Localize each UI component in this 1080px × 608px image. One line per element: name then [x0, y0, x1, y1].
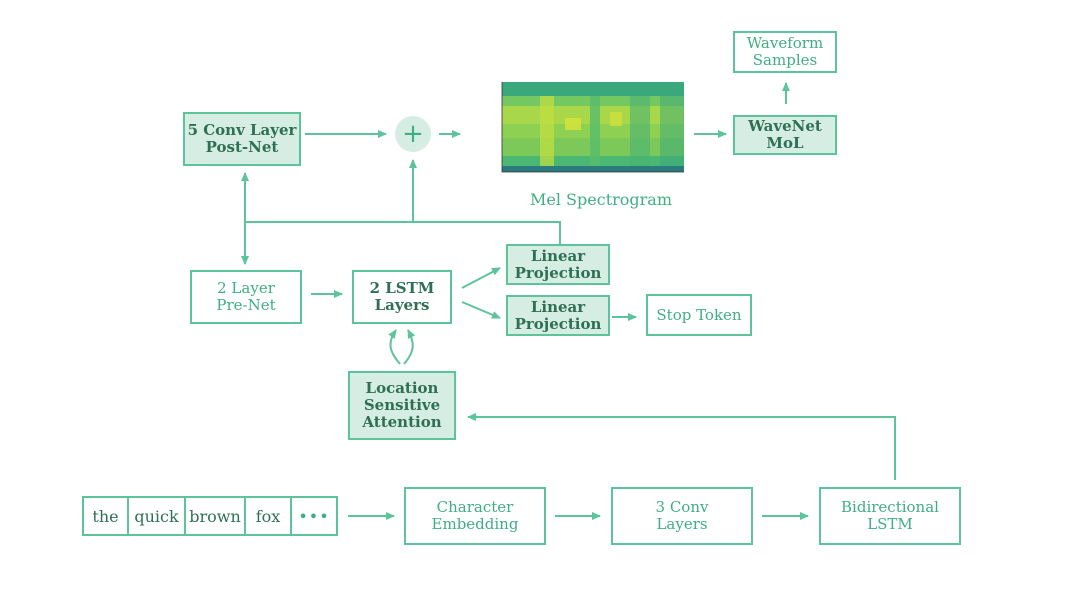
linear1-line2: Projection [514, 263, 602, 282]
arrow-attention-to-lstm-2 [403, 329, 416, 365]
post-net-line1: 5 Conv Layer [187, 121, 297, 139]
pre-net-line2: Pre-Net [216, 296, 276, 314]
stop-token-box: Stop Token [646, 294, 752, 336]
line-linear1-bus [245, 221, 561, 245]
char-embed-line2: Embedding [431, 515, 519, 533]
linear2-line1: Linear [530, 297, 586, 316]
attention-line1: Location [365, 379, 439, 397]
linear-projection-box-2: Linear Projection [506, 295, 610, 336]
sum-node: + [395, 116, 431, 152]
arrow-bilstm-to-attention [467, 413, 896, 480]
conv3-line2: Layers [656, 515, 708, 533]
stop-token-label: Stop Token [656, 305, 742, 324]
location-sensitive-attention-box: Location Sensitive Attention [348, 371, 456, 440]
arrow-lstm-to-linear1 [461, 267, 501, 289]
conv-layers-box: 3 Conv Layers [611, 487, 753, 545]
mel-spectrogram-image [501, 82, 684, 173]
lstm-line1: 2 LSTM [369, 279, 435, 297]
char-embed-line1: Character [436, 498, 514, 516]
arrow-lstm-to-linear2 [461, 301, 501, 319]
input-word-fox: fox [244, 496, 292, 536]
linear2-line2: Projection [514, 314, 602, 333]
pre-net-line1: 2 Layer [217, 279, 275, 297]
waveform-line1: Waveform [746, 34, 824, 52]
bilstm-line2: LSTM [867, 515, 913, 533]
attention-line2: Sensitive [363, 396, 441, 414]
linear-projection-box-1: Linear Projection [506, 244, 610, 285]
input-word-quick: quick [127, 496, 186, 536]
waveform-line2: Samples [752, 51, 818, 69]
input-word-ellipsis: ••• [290, 496, 338, 536]
bilstm-line1: Bidirectional [841, 498, 939, 516]
attention-line3: Attention [362, 413, 442, 431]
bidirectional-lstm-box: Bidirectional LSTM [819, 487, 961, 545]
input-word-the: the [82, 496, 129, 536]
arrow-attention-to-lstm-1 [388, 329, 401, 365]
wavenet-line1: WaveNet [748, 117, 822, 135]
linear1-line1: Linear [530, 246, 586, 265]
input-word-brown: brown [184, 496, 246, 536]
conv3-line1: 3 Conv [655, 498, 709, 516]
character-embedding-box: Character Embedding [404, 487, 546, 545]
waveform-samples-box: Waveform Samples [733, 31, 837, 73]
wavenet-line2: MoL [766, 134, 804, 152]
post-net-line2: Post-Net [205, 138, 279, 156]
mel-spectrogram-label: Mel Spectrogram [530, 190, 672, 209]
post-net-box: 5 Conv Layer Post-Net [183, 112, 301, 166]
lstm-line2: Layers [374, 296, 430, 314]
pre-net-box: 2 Layer Pre-Net [190, 270, 302, 324]
lstm-layers-box: 2 LSTM Layers [352, 270, 452, 324]
wavenet-box: WaveNet MoL [733, 115, 837, 155]
